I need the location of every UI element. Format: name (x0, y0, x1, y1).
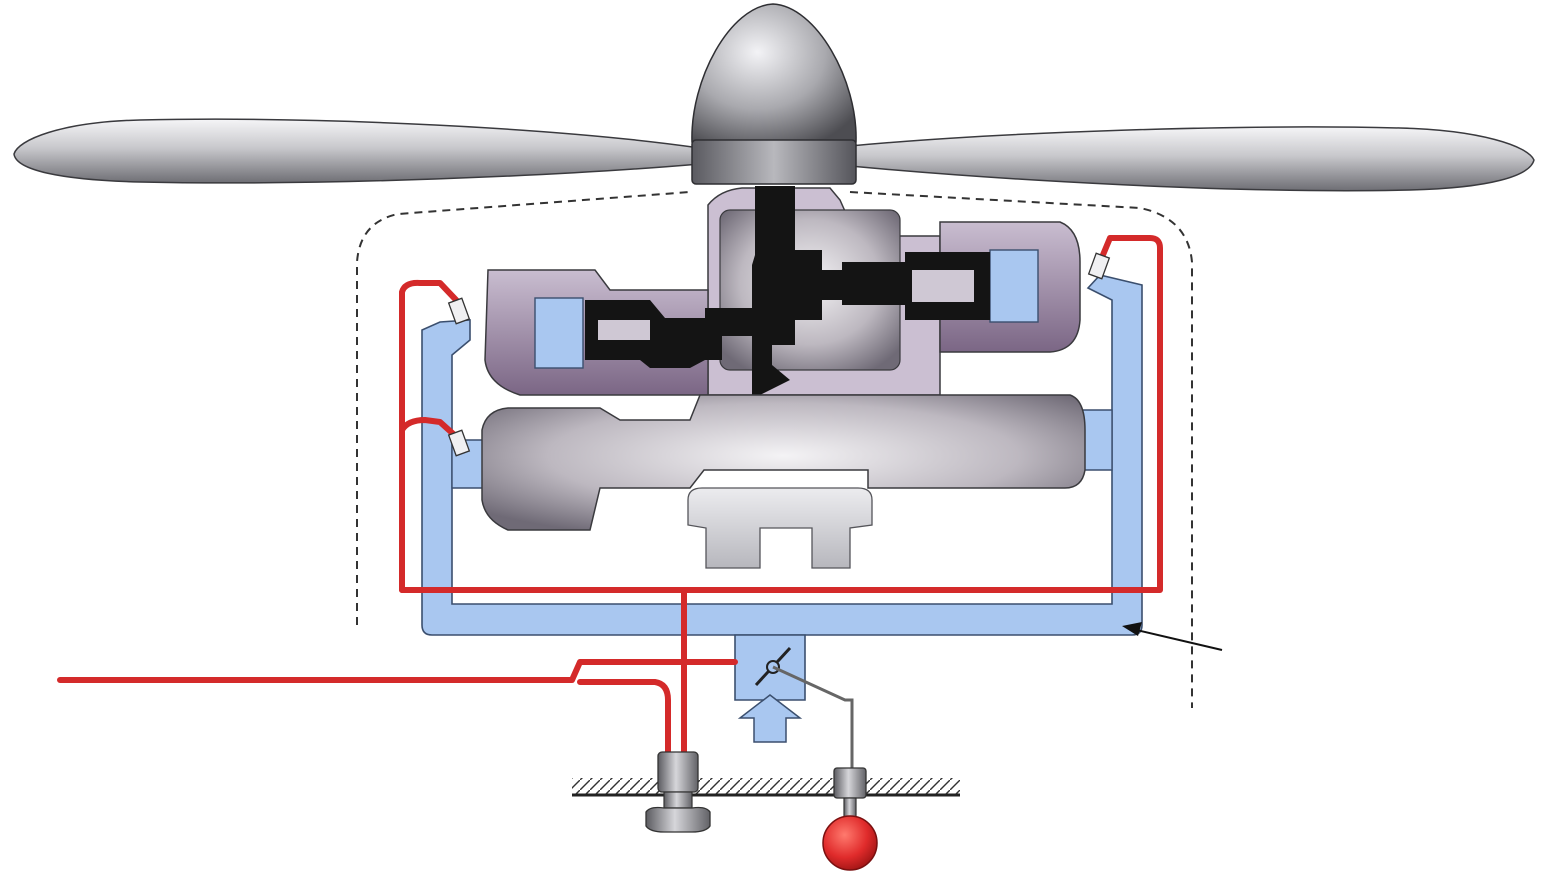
inlet-port-left (534, 297, 584, 369)
fuel-lines (57, 235, 1163, 755)
injector-middle-left (447, 429, 471, 457)
injectors (447, 252, 1111, 457)
spinner-cone (691, 3, 857, 143)
injector-upper-left (447, 297, 471, 325)
fuel-line-left-vertical (399, 279, 461, 593)
inlet-port-right (989, 249, 1039, 323)
rotor-shaft (585, 186, 990, 395)
injector-upper-right (1087, 252, 1111, 280)
engine-lower-casing (481, 394, 1086, 569)
floor (572, 778, 960, 797)
main-shaft (752, 186, 842, 395)
floor-hatch (572, 778, 960, 794)
propeller (13, 3, 1535, 192)
turbine-arm-left (585, 300, 752, 368)
propeller-blade-right (849, 126, 1535, 192)
fuel-line-left-middle (399, 417, 463, 443)
up-arrow-icon (737, 694, 803, 743)
primer-bulb (822, 815, 878, 871)
turbine-slot-left (598, 320, 650, 340)
propeller-blade-left (13, 118, 701, 184)
propeller-hub (691, 139, 857, 185)
cowling-outline (356, 191, 1193, 708)
fuel-valve-knob (645, 751, 711, 833)
butterfly-valve-icon (754, 646, 854, 770)
throttle-knob (822, 767, 878, 871)
lower-crankcase (481, 394, 1086, 531)
fuel-line-main (57, 659, 738, 683)
turbine-slot-right (912, 270, 974, 302)
fuel-line-loop (399, 235, 1163, 593)
oil-sump (687, 487, 873, 569)
fuel-line-feed-down (577, 679, 671, 755)
pointer-arrow-icon (1122, 622, 1223, 651)
